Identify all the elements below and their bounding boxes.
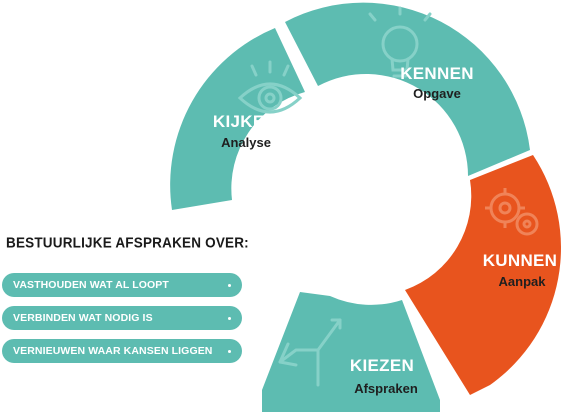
kijken-title: KIJKEN	[213, 112, 277, 131]
segment-kiezen	[262, 292, 440, 412]
agreement-item: VERBINDEN WAT NODIG IS	[2, 306, 242, 330]
agreement-label: VERBINDEN WAT NODIG IS	[13, 312, 153, 324]
segment-kennen	[285, 2, 530, 176]
eye-icon	[237, 60, 303, 114]
kiezen-subtitle: Afspraken	[354, 381, 418, 396]
lightbulb-icon	[368, 6, 432, 78]
bullet-dot-icon	[228, 350, 231, 353]
bullet-dot-icon	[228, 317, 231, 320]
kiezen-title: KIEZEN	[350, 356, 414, 375]
agreement-item: VERNIEUWEN WAAR KANSEN LIGGEN	[2, 339, 242, 363]
segment-kijken	[170, 28, 305, 210]
agreements-heading: BESTUURLIJKE AFSPRAKEN OVER:	[6, 234, 249, 251]
agreement-label: VERNIEUWEN WAAR KANSEN LIGGEN	[13, 345, 213, 357]
agreement-label: VASTHOUDEN WAT AL LOOPT	[13, 279, 169, 291]
kunnen-title: KUNNEN	[483, 251, 558, 270]
kennen-title: KENNEN	[400, 64, 474, 83]
split-arrows-icon	[278, 318, 342, 387]
agreement-item: VASTHOUDEN WAT AL LOOPT	[2, 273, 242, 297]
kijken-subtitle: Analyse	[221, 135, 271, 150]
gears-icon	[485, 188, 539, 236]
kennen-subtitle: Opgave	[413, 86, 461, 101]
kunnen-subtitle: Aanpak	[499, 274, 547, 289]
bullet-dot-icon	[228, 284, 231, 287]
agreements-list: VASTHOUDEN WAT AL LOOPT VERBINDEN WAT NO…	[2, 273, 242, 372]
